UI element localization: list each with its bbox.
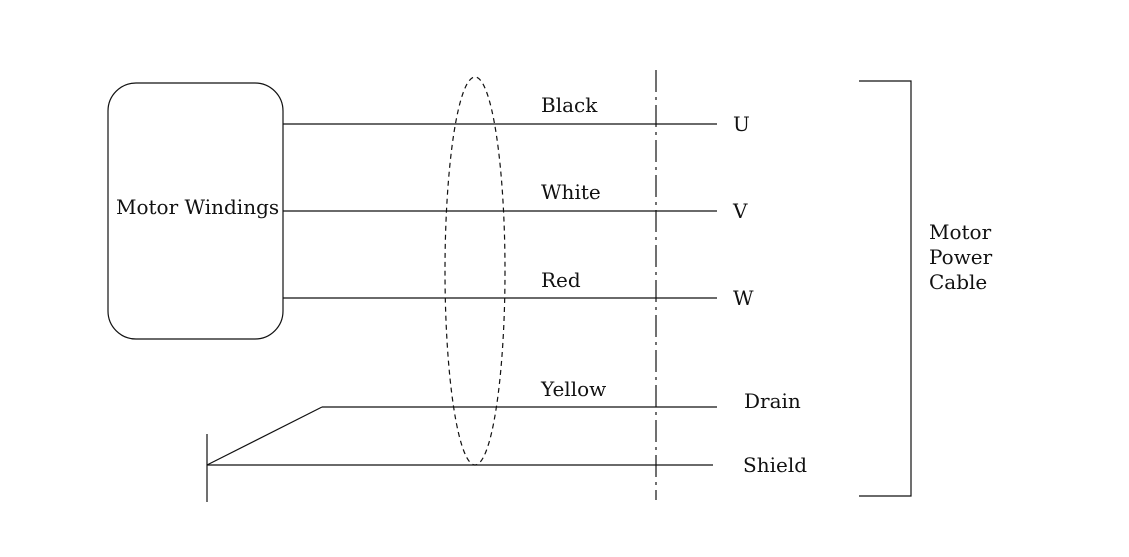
terminal-label-v: V [732,199,748,223]
bracket-label-line-3: Cable [929,270,987,294]
wire-label-red: Red [541,268,581,292]
cable-shield-ellipse [444,76,506,466]
terminal-label-u: U [733,112,750,136]
wire-label-black: Black [541,93,598,117]
bracket-label-line-2: Power [929,245,993,269]
bracket-label-line-1: Motor [929,220,992,244]
cable-bracket [859,80,912,497]
wire-label-white: White [541,180,601,204]
terminal-label-shield: Shield [743,453,807,477]
drain-diagonal-line [206,406,323,466]
wire-label-yellow: Yellow [540,377,606,401]
motor-windings-label: Motor Windings [116,195,279,219]
terminal-label-w: W [733,286,754,310]
terminal-label-drain: Drain [744,389,801,413]
